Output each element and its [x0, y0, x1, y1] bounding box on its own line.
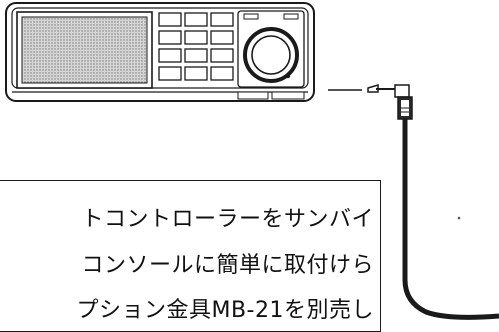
- bottom-button-right: [271, 91, 305, 100]
- display-screen: [16, 11, 153, 89]
- key-1: [158, 12, 182, 27]
- key-9: [210, 48, 234, 63]
- tuning-dial-inner: [251, 35, 291, 75]
- mini-plug-icon: [367, 83, 413, 120]
- key-11: [184, 66, 208, 81]
- dial-panel: [237, 10, 305, 88]
- key-12: [210, 66, 234, 81]
- bottom-button-left: [237, 91, 269, 100]
- keypad: [158, 12, 234, 81]
- dial-indicator-icon: [285, 73, 291, 79]
- key-2: [184, 12, 208, 27]
- key-5: [184, 30, 208, 45]
- note-line-2: コンソールに簡単に取付けら: [81, 253, 374, 278]
- bottom-buttons: [237, 91, 305, 100]
- key-3: [210, 12, 234, 27]
- small-button-right: [283, 13, 299, 20]
- coiled-cable: [402, 119, 499, 320]
- note-line-3: プション金具MB-21を別売し: [76, 298, 374, 323]
- remote-controller-device: [5, 2, 315, 102]
- small-dot: [457, 216, 461, 220]
- note-box: トコントローラーをサンバイ コンソールに簡単に取付けら プション金具MB-21を…: [0, 180, 381, 332]
- key-7: [158, 48, 182, 63]
- note-line-1: トコントローラーをサンバイ: [81, 207, 374, 232]
- key-6: [210, 30, 234, 45]
- key-4: [158, 30, 182, 45]
- key-10: [158, 66, 182, 81]
- small-button-left: [243, 13, 259, 20]
- key-8: [184, 48, 208, 63]
